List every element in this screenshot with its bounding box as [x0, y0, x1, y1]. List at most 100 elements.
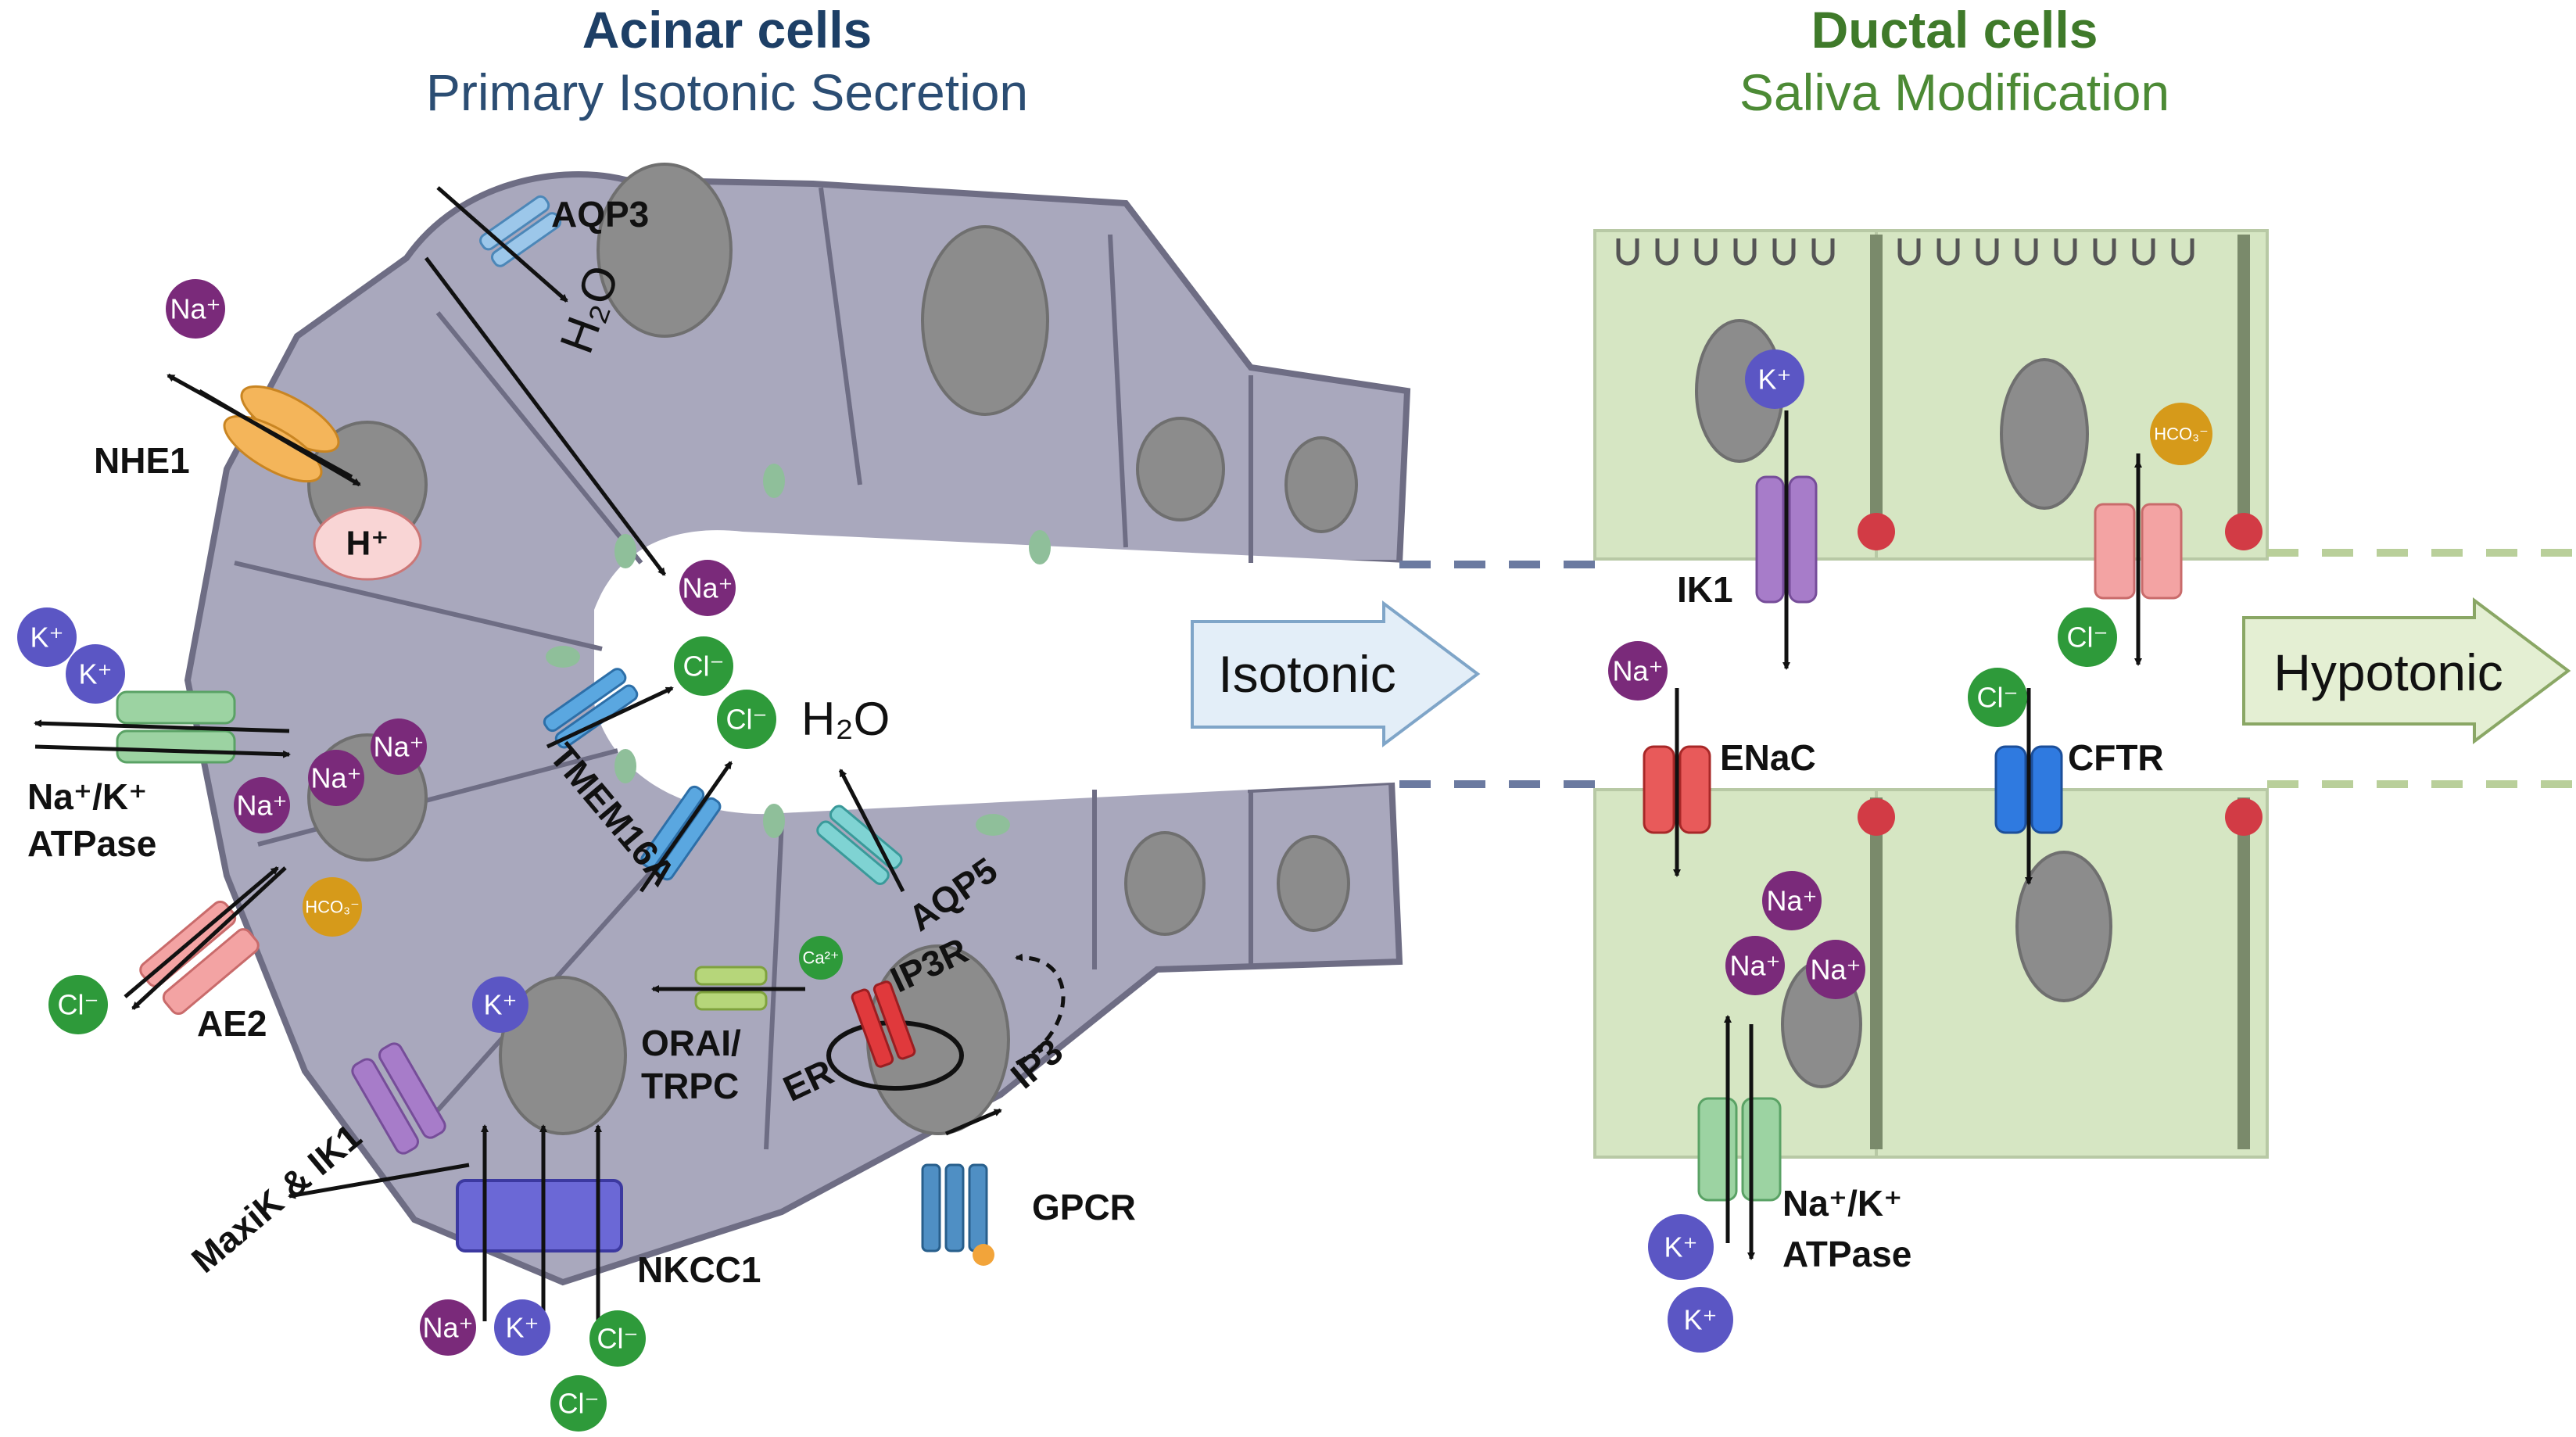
ion-cl: Cl⁻ [589, 1310, 646, 1367]
orai-trpc-channel [694, 966, 768, 1011]
ip3r-channel [851, 980, 916, 1068]
ion-na: Na⁺ [1762, 871, 1822, 930]
ductal-microvilli [1616, 238, 2194, 266]
hypotonic-arrow: Hypotonic [2242, 597, 2571, 744]
svg-text:K⁺: K⁺ [505, 1312, 539, 1344]
svg-text:H⁺: H⁺ [346, 525, 389, 563]
label-nkcc1: NKCC1 [637, 1249, 761, 1290]
acinar-lumen [594, 530, 1407, 815]
svg-text:Na⁺: Na⁺ [1612, 655, 1663, 687]
ion-na: Na⁺ [1608, 641, 1668, 701]
svg-text:Na⁺: Na⁺ [170, 293, 220, 325]
ion-k: K⁺ [66, 644, 125, 704]
ductal-lateral-membranes [1870, 235, 2250, 1149]
ductal-tight-junctions [1858, 513, 2263, 836]
svg-text:Na⁺: Na⁺ [310, 762, 361, 794]
svg-text:K⁺: K⁺ [30, 622, 63, 654]
label-maxik-ik1: MaxiK & IK1 [184, 1116, 369, 1281]
svg-text:K⁺: K⁺ [1664, 1231, 1697, 1263]
svg-text:Na⁺: Na⁺ [236, 790, 287, 822]
ion-na: Na⁺ [679, 560, 736, 616]
acinar-subtitle: Primary Isotonic Secretion [425, 63, 1029, 121]
ion-na: Na⁺ [420, 1299, 476, 1356]
svg-text:Cl⁻: Cl⁻ [58, 989, 99, 1021]
exchanger-ductal [2094, 503, 2183, 600]
ion-k: K⁺ [1745, 349, 1804, 409]
label-orai-trpc-2: TRPC [641, 1066, 739, 1106]
duct [1399, 229, 2576, 1159]
svg-text:Cl⁻: Cl⁻ [683, 650, 725, 683]
label-aqp3: AQP3 [551, 194, 649, 235]
svg-text:Na⁺: Na⁺ [1766, 885, 1817, 917]
ductal-labels: IK1 ENaC CFTR Na⁺/K⁺ ATPase [1677, 569, 2164, 1274]
svg-text:HCO₃⁻: HCO₃⁻ [2154, 425, 2208, 444]
enac-channel [1643, 745, 1711, 834]
label-nak-atpase-ductal-2: ATPase [1782, 1234, 1911, 1274]
label-gpcr: GPCR [1032, 1187, 1136, 1227]
svg-text:HCO₃⁻: HCO₃⁻ [305, 898, 359, 917]
ion-h: H⁺ [313, 506, 422, 581]
acinar-heading: Acinar cells Primary Isotonic Secretion [219, 0, 1235, 122]
svg-text:Cl⁻: Cl⁻ [2067, 622, 2108, 654]
ion-k: K⁺ [1648, 1214, 1714, 1280]
ion-hco3: HCO₃⁻ [2150, 403, 2212, 465]
label-orai-trpc-1: ORAI/ [641, 1023, 741, 1063]
ion-cl: Cl⁻ [674, 636, 733, 696]
svg-text:K⁺: K⁺ [1757, 364, 1791, 396]
ion-cl: Cl⁻ [717, 690, 776, 749]
ion-cl: Cl⁻ [550, 1375, 607, 1432]
label-enac: ENaC [1720, 737, 1816, 778]
ion-na: Na⁺ [1806, 940, 1865, 999]
nak-atpase-acinar [116, 690, 236, 764]
ion-cl: Cl⁻ [48, 975, 108, 1034]
ion-na: Na⁺ [234, 777, 290, 833]
svg-text:Ca²⁺: Ca²⁺ [802, 948, 839, 968]
ion-k: K⁺ [494, 1299, 550, 1356]
acinar-nuclei [307, 163, 1358, 1135]
svg-text:Cl⁻: Cl⁻ [558, 1388, 600, 1420]
label-h2o-aqp5: H₂O [801, 693, 890, 745]
svg-text:Cl⁻: Cl⁻ [726, 704, 768, 736]
svg-text:Na⁺: Na⁺ [422, 1312, 473, 1344]
nhe1-exchanger [223, 385, 340, 483]
svg-text:Cl⁻: Cl⁻ [1977, 682, 2019, 714]
svg-text:Na⁺: Na⁺ [373, 731, 424, 763]
label-ae2: AE2 [197, 1003, 267, 1044]
maxik-ik1-channel [351, 1042, 446, 1155]
ion-na: Na⁺ [1725, 936, 1785, 995]
ip3-dashed-arrow [1015, 953, 1066, 1066]
svg-text:Cl⁻: Cl⁻ [597, 1323, 639, 1355]
flux-arrows [34, 186, 2142, 1321]
ion-na: Na⁺ [166, 279, 225, 339]
acinar-title: Acinar cells [582, 1, 872, 59]
ik1-channel-ductal [1755, 475, 1818, 604]
tight-junctions [546, 464, 1051, 838]
ion-cl: Cl⁻ [1968, 668, 2027, 727]
isotonic-arrow: Isotonic [1191, 600, 1481, 747]
label-nak-atpase-acinar-2: ATPase [27, 823, 156, 864]
label-nhe1: NHE1 [94, 440, 190, 481]
ductal-subtitle: Saliva Modification [1739, 63, 2170, 121]
ion-k: K⁺ [1668, 1287, 1733, 1353]
ion-cl: Cl⁻ [2058, 607, 2117, 667]
label-cftr: CFTR [2068, 737, 2164, 778]
label-nak-atpase-acinar-1: Na⁺/K⁺ [27, 776, 147, 817]
ion-na: Na⁺ [308, 750, 364, 806]
ion-ca: Ca²⁺ [799, 936, 843, 980]
nkcc1-transporter [456, 1179, 623, 1252]
svg-text:Na⁺: Na⁺ [682, 572, 733, 604]
ductal-title: Ductal cells [1811, 1, 2098, 59]
svg-text:Na⁺: Na⁺ [1729, 950, 1780, 982]
svg-text:K⁺: K⁺ [78, 658, 112, 690]
ion-k: K⁺ [472, 977, 528, 1033]
isotonic-label: Isotonic [1218, 645, 1395, 703]
svg-text:Na⁺: Na⁺ [1810, 954, 1861, 986]
ductal-heading: Ductal cells Saliva Modification [1524, 0, 2384, 122]
hypotonic-label: Hypotonic [2273, 643, 2503, 701]
ions: Na⁺ H⁺ Na⁺ Cl⁻ Cl⁻ K⁺ K⁺ Na⁺ Na⁺ Na⁺ HCO… [17, 279, 2212, 1432]
ion-k: K⁺ [17, 607, 77, 667]
label-ik1-ductal: IK1 [1677, 569, 1733, 610]
svg-text:K⁺: K⁺ [1683, 1304, 1717, 1336]
ion-hco3: HCO₃⁻ [303, 877, 362, 937]
ion-na: Na⁺ [371, 718, 427, 775]
